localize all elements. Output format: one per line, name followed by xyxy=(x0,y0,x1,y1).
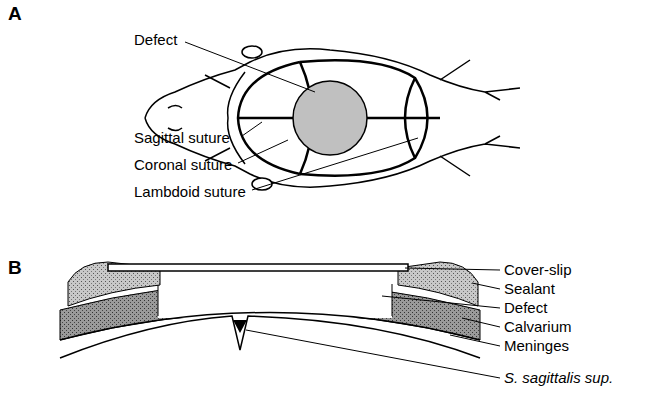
part-label: Coronal suture xyxy=(134,157,232,174)
part-label: Defect xyxy=(504,300,547,317)
defect-edge xyxy=(158,284,392,316)
skull-sutures xyxy=(238,60,440,175)
cover-slip xyxy=(108,264,408,271)
part-label: Sealant xyxy=(504,281,555,298)
part-label: Calvarium xyxy=(504,319,572,336)
part-label: Sagittal suture xyxy=(134,130,230,147)
meninges-bottom xyxy=(60,316,480,358)
part-label: S. sagittalis sup. xyxy=(504,370,613,387)
part-label: Cover-slip xyxy=(504,262,572,279)
part-label: Meninges xyxy=(504,338,569,355)
defect-gap xyxy=(158,274,392,319)
sinus-symbol xyxy=(233,320,247,333)
defect-area xyxy=(293,81,367,155)
part-label: Lambdoid suture xyxy=(134,184,246,201)
ear xyxy=(242,46,262,58)
panel-letter: B xyxy=(8,258,22,279)
part-label: Defect xyxy=(134,32,177,49)
leader-lines-b xyxy=(246,268,500,378)
ear xyxy=(252,178,272,190)
panel-letter: A xyxy=(8,4,22,25)
